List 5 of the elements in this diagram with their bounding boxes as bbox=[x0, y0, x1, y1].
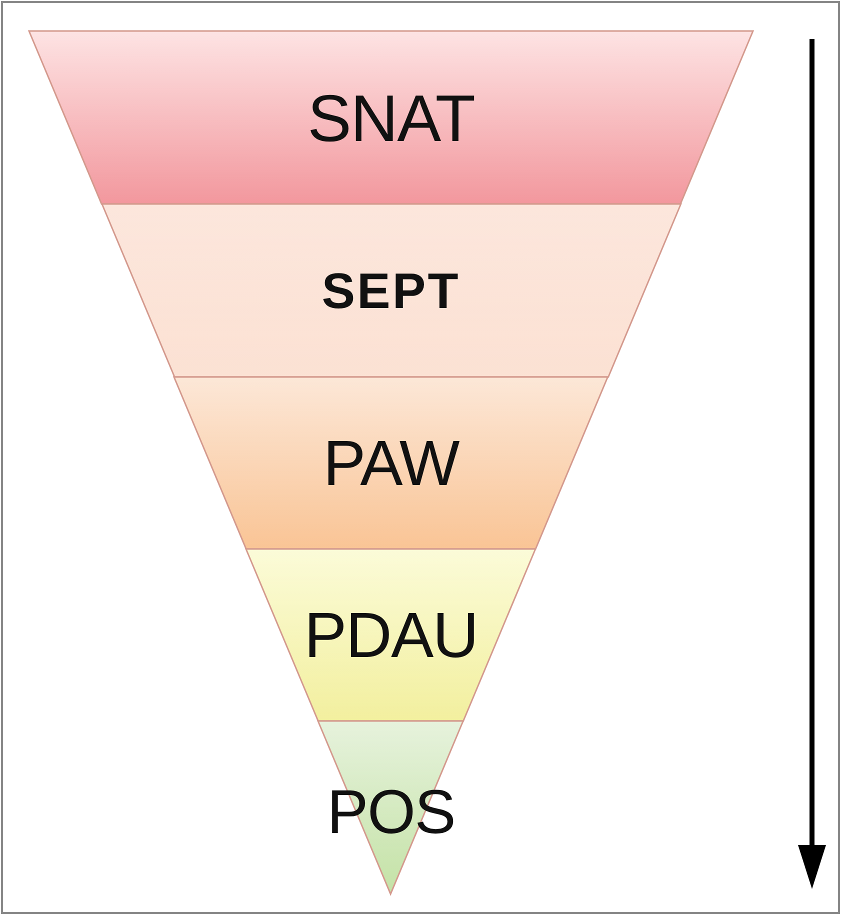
segment-label: SNAT bbox=[307, 80, 475, 156]
segment-label: POS bbox=[327, 777, 455, 848]
segment-label: PDAU bbox=[304, 598, 478, 672]
segment-label: SEPT bbox=[322, 262, 460, 320]
segment-label: PAW bbox=[323, 426, 459, 500]
